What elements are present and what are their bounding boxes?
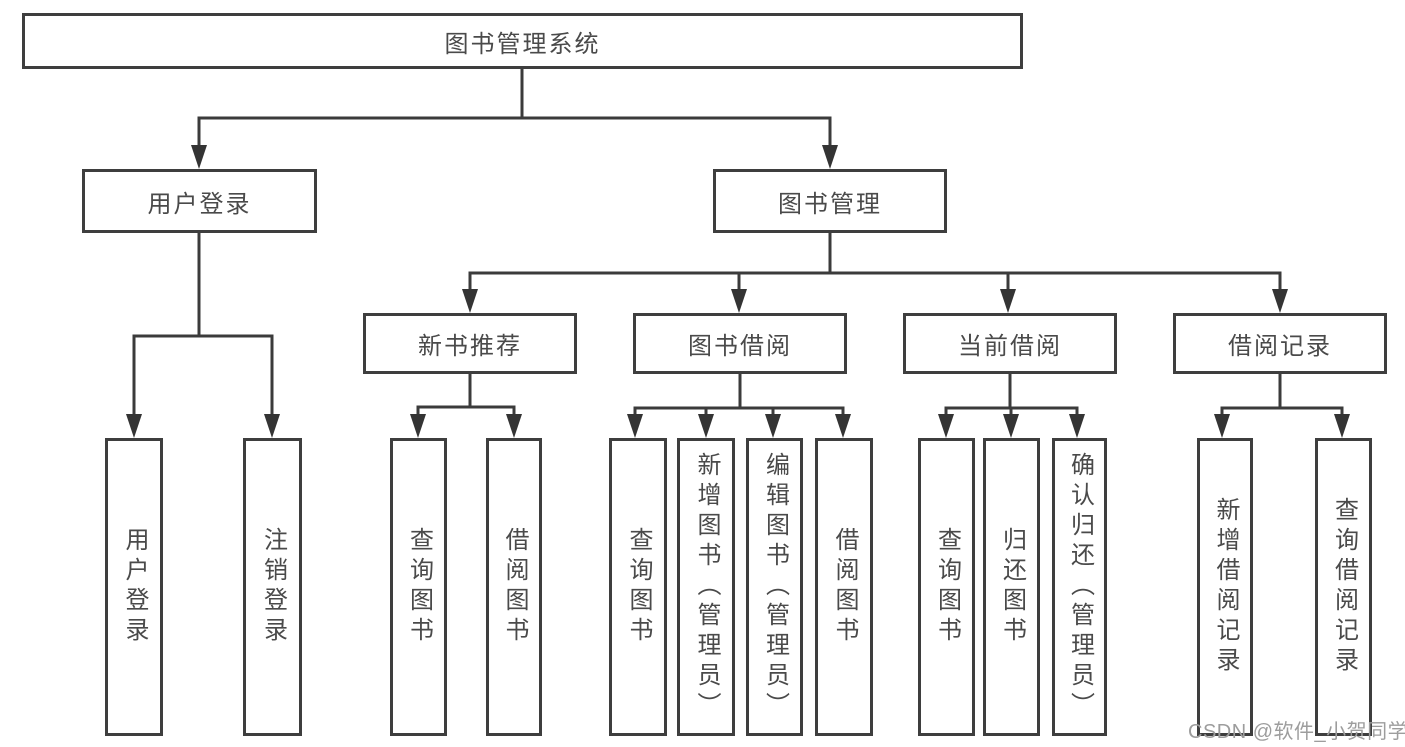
connector-user-login-branch	[132, 231, 274, 424]
arrowhead-icon	[731, 289, 747, 313]
leaf-edit-book-admin: 编辑图书（管理员）	[746, 438, 803, 736]
arrowheads	[126, 145, 1350, 438]
node-label: 图书借阅	[688, 333, 792, 360]
arrowhead-icon	[1069, 414, 1085, 438]
arrowhead-icon	[506, 414, 522, 438]
arrowhead-icon	[462, 289, 478, 313]
node-book-borrowing: 图书借阅	[633, 313, 847, 374]
arrowhead-icon	[822, 145, 838, 169]
leaf-add-borrow-record: 新增借阅记录	[1197, 438, 1253, 736]
node-label: 图书管理系统	[444, 30, 601, 58]
arrowhead-icon	[938, 414, 954, 438]
arrowhead-icon	[1334, 414, 1350, 438]
arrowhead-icon	[1003, 414, 1019, 438]
leaf-user-login: 用户登录	[105, 438, 163, 736]
csdn-watermark: CSDN @软件_小贺同学	[1188, 721, 1405, 743]
node-current-borrowing: 当前借阅	[903, 313, 1117, 374]
arrowhead-icon	[1214, 414, 1230, 438]
node-label: 归还图书	[998, 527, 1026, 647]
arrowhead-icon	[410, 414, 426, 438]
arrowhead-icon	[1272, 289, 1288, 313]
leaf-borrow-books-recommend: 借阅图书	[486, 438, 542, 736]
connector-book-mgmt-branch	[468, 231, 1282, 299]
leaf-confirm-return-admin: 确认归还（管理员）	[1052, 438, 1107, 736]
connector-records-branch	[1220, 372, 1344, 424]
arrowhead-icon	[264, 414, 280, 438]
leaf-add-book-admin: 新增图书（管理员）	[677, 438, 735, 736]
node-label: 借阅记录	[1228, 333, 1332, 360]
node-label: 新增借阅记录	[1212, 497, 1239, 677]
node-label: 确认归还（管理员）	[1066, 452, 1094, 722]
node-label: 查询图书	[933, 527, 961, 647]
node-book-management: 图书管理	[713, 169, 947, 233]
leaf-query-borrow-record: 查询借阅记录	[1315, 438, 1372, 736]
node-label: 借阅图书	[501, 527, 528, 647]
arrowhead-icon	[698, 414, 714, 438]
arrowhead-icon	[627, 414, 643, 438]
node-label: 注销登录	[259, 527, 287, 647]
node-label: 当前借阅	[958, 333, 1062, 360]
node-user-login: 用户登录	[82, 169, 317, 233]
node-label: 用户登录	[147, 190, 252, 218]
node-library-management-system: 图书管理系统	[22, 13, 1023, 69]
leaf-query-books-recommend: 查询图书	[390, 438, 447, 736]
leaf-query-books-current: 查询图书	[918, 438, 975, 736]
node-label: 查询图书	[625, 527, 652, 647]
node-label: 新书推荐	[418, 333, 522, 360]
node-borrowing-records: 借阅记录	[1173, 313, 1387, 374]
node-label: 编辑图书（管理员）	[761, 452, 789, 722]
arrowhead-icon	[191, 145, 207, 169]
connector-new-rec-branch	[416, 372, 516, 424]
leaf-return-book: 归还图书	[983, 438, 1040, 736]
leaf-logout: 注销登录	[243, 438, 302, 736]
node-label: 图书管理	[778, 190, 882, 218]
node-new-book-recommendation: 新书推荐	[363, 313, 577, 374]
leaf-borrow-books-borrowing: 借阅图书	[815, 438, 873, 736]
node-label: 新增图书（管理员）	[693, 452, 720, 722]
connector-book-borrow-branch	[633, 372, 845, 424]
node-label: 查询借阅记录	[1330, 497, 1358, 677]
arrowhead-icon	[126, 414, 142, 438]
connector-root-stem	[197, 67, 832, 154]
leaf-query-books-borrowing: 查询图书	[609, 438, 667, 736]
node-label: 借阅图书	[831, 527, 858, 647]
arrowhead-icon	[835, 414, 851, 438]
node-label: 用户登录	[121, 527, 148, 647]
arrowhead-icon	[765, 414, 781, 438]
node-label: 查询图书	[405, 527, 433, 647]
arrowhead-icon	[1000, 289, 1016, 313]
